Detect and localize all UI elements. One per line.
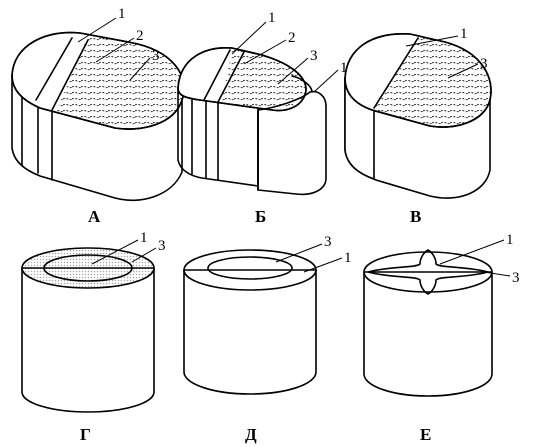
- figure-g-label: Г: [80, 425, 91, 444]
- figure-d: 3 1 Д: [183, 234, 352, 444]
- figure-e-label: Е: [420, 425, 431, 444]
- callout-g-3: 3: [158, 238, 166, 254]
- figure-b-label: Б: [255, 207, 266, 226]
- callout-e-3: 3: [512, 270, 520, 286]
- callout-d-3: 3: [324, 234, 332, 250]
- callout-a-1: 1: [118, 6, 126, 22]
- callout-e-1: 1: [506, 232, 514, 248]
- callout-d-1: 1: [344, 250, 352, 266]
- callout-b-1: 1: [268, 10, 276, 26]
- figure-v: 1 3 В: [344, 26, 492, 226]
- figure-a-label: А: [88, 207, 101, 226]
- figure-d-label: Д: [245, 425, 257, 444]
- figure-b: 1 2 3 1 Б: [177, 10, 348, 226]
- callout-g-1: 1: [140, 230, 148, 246]
- callout-a-3: 3: [152, 48, 160, 64]
- figure-v-label: В: [410, 207, 421, 226]
- callout-b-3: 3: [310, 48, 318, 64]
- figure-a: 1 2 3 А: [11, 6, 185, 226]
- callout-v-1: 1: [460, 26, 468, 42]
- callout-b-2: 2: [288, 30, 296, 46]
- callout-a-2: 2: [136, 28, 144, 44]
- figure-e: 1 3 Е: [363, 232, 520, 444]
- callout-b-1b: 1: [340, 60, 348, 76]
- figure-g: 1 3 Г: [21, 230, 166, 444]
- callout-v-3: 3: [480, 56, 488, 72]
